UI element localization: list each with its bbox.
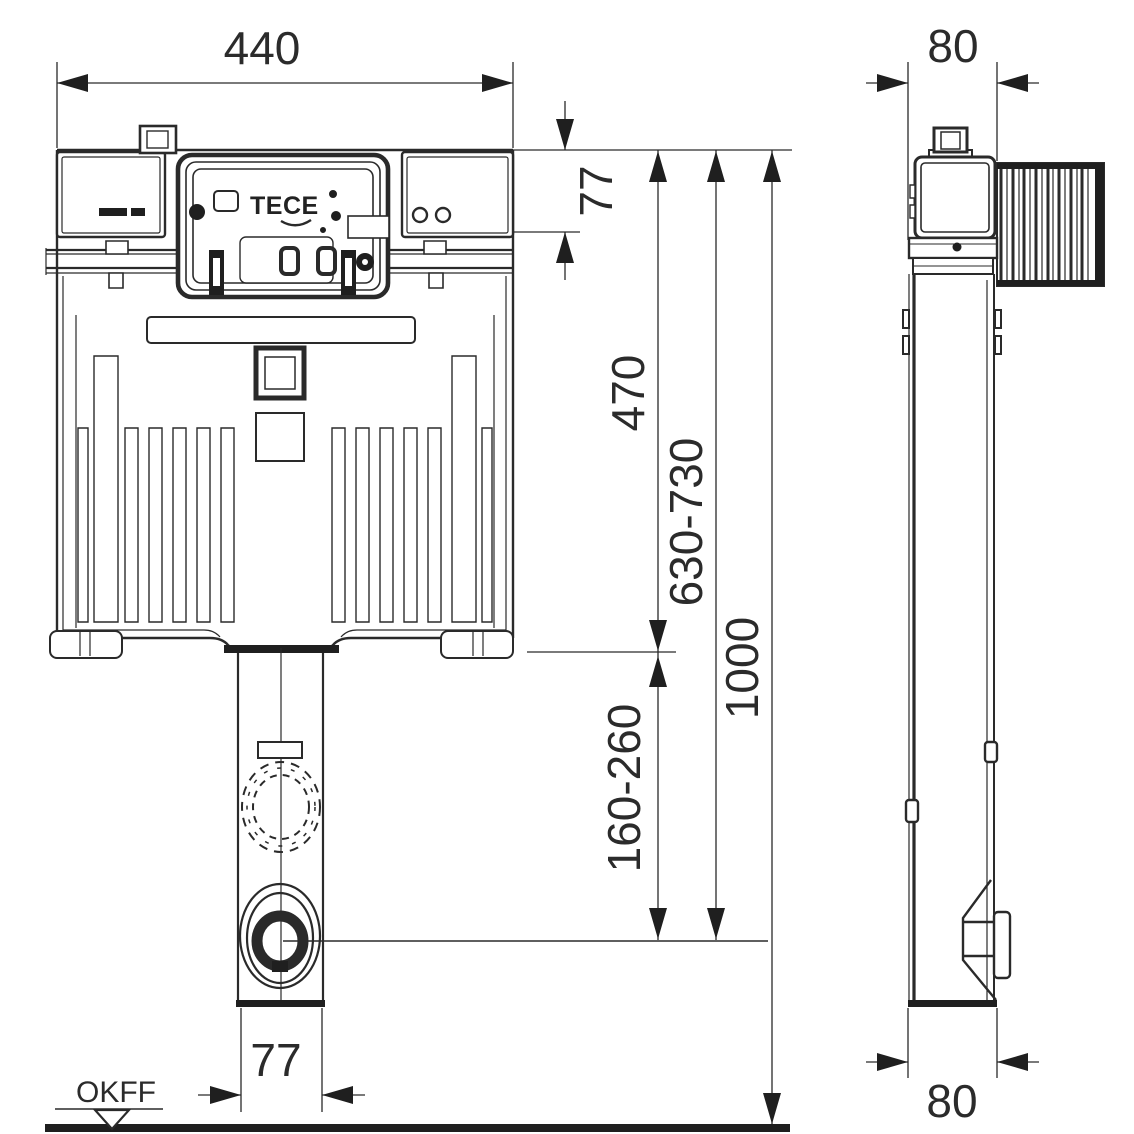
pipe-bottom-bar [236,1000,325,1007]
ribs-left [77,355,235,623]
drain-connection [961,879,997,1001]
side-head-box [913,155,997,240]
dim-80top-lines [866,62,1039,240]
lower-opening [255,412,305,462]
cistern-head [55,124,515,239]
dimension-outlet-height: 630-730 [660,150,725,940]
dim-80bottom-label: 80 [926,1075,977,1127]
type-label-blob [99,208,145,216]
dim-440-lines [56,62,514,148]
dimension-tank-height: 470 160-260 [527,150,676,940]
filler-knob-inner [940,131,961,150]
dimension-total-height: 1000 [716,150,781,1124]
protection-box-ribs-thick [999,166,1084,283]
head-right-block-inner [406,156,509,234]
side-head-lugs [909,184,916,219]
body-bottom-bar [908,1000,997,1007]
protection-box-ribs-thin [1006,166,1089,283]
head-left-block-inner [61,156,161,234]
filler-cap [138,124,178,155]
pipe-bracket [257,741,303,759]
ribs-right [331,355,493,623]
body-thin-lines [908,274,988,1003]
tank-bottom-edge [57,636,513,651]
upper-slot [146,316,416,344]
dim-160-260-label: 160-260 [598,704,650,873]
clip-left [904,798,920,824]
outlet-notch [272,961,288,972]
head-left-block [55,150,167,239]
mounting-tabs [902,309,1002,355]
floor-line [45,1124,790,1132]
inspection-box: TECE [175,152,391,300]
right-slot [347,215,390,239]
collar-screw [952,242,962,252]
datum-triangle-icon [92,1108,132,1131]
side-head [909,126,997,240]
clamp-left [279,246,300,276]
drain-stub [992,910,1012,980]
brand-logo: TECE [250,192,319,220]
dim-630-730-label: 630-730 [660,438,712,607]
outlet-ring-outer [238,882,322,990]
datum-label: OKFF [76,1076,156,1109]
clip-right [983,740,999,764]
floor-datum: OKFF [45,1076,790,1132]
foot-left-lines [79,631,91,656]
tank-inner-walls [62,276,507,636]
pipe-walls [236,653,325,1004]
left-screw-dot [189,204,205,220]
rotating-bend-dashed-inner [252,774,310,840]
protection-box-outline [996,162,1105,287]
dim-470-lines [527,150,676,940]
front-view: TECE [45,22,792,1124]
tank-body [49,316,514,659]
dimension-overall-width: 440 [56,22,514,148]
outlet-ring-mid [245,891,315,985]
dim-440-label: 440 [224,22,301,74]
rotating-bend-dashed-mid [246,767,316,847]
screw-post-left-slot [213,258,220,286]
dim-77top-arrows [556,119,574,263]
side-view: 80 [866,20,1105,1127]
rail-tabs [105,240,447,289]
dim-80top-label: 80 [927,20,978,72]
screw-head-center [362,259,368,265]
dim-77bottom-arrows [210,1086,353,1104]
fixing-hole-right [434,206,452,224]
logo-underline-arc [280,218,312,227]
dim-80top-arrows [877,74,1028,92]
dim-470-label: 470 [602,355,654,432]
flush-bend-opening-inner [264,356,296,390]
side-head-box-inner [920,162,990,233]
dim-77bottom-lines [198,1008,365,1112]
protection-box [996,162,1105,287]
screw-post-right-slot [345,258,352,286]
dim-1000-label: 1000 [716,617,768,719]
dimension-head-height: 77 [556,101,622,280]
filler-cap-inner [146,130,169,149]
dimension-pipe-width: 77 [198,1008,365,1112]
clamp-right [316,246,337,276]
dimension-depth-top: 80 [866,20,1039,240]
float-valve-detail [213,190,239,212]
component-dots [320,190,341,233]
rotating-bend-dashed-outer [241,761,321,853]
dim-80bottom-arrows [877,1053,1028,1071]
head-right-block [400,150,515,239]
side-body [902,236,1012,1007]
fixing-hole-left [411,206,429,224]
dim-80bottom-lines [866,1008,1039,1078]
dim-77bottom-label: 77 [250,1034,301,1086]
flush-bend-opening [253,345,307,401]
dim-77top-label: 77 [570,165,622,216]
foot-left [49,630,123,659]
tank-bottom-inner-edge [63,629,506,638]
drain-pipe [236,648,768,1007]
foot-right-lines [472,631,484,656]
dimension-depth-bottom: 80 [866,1008,1039,1127]
foot-right [440,630,514,659]
